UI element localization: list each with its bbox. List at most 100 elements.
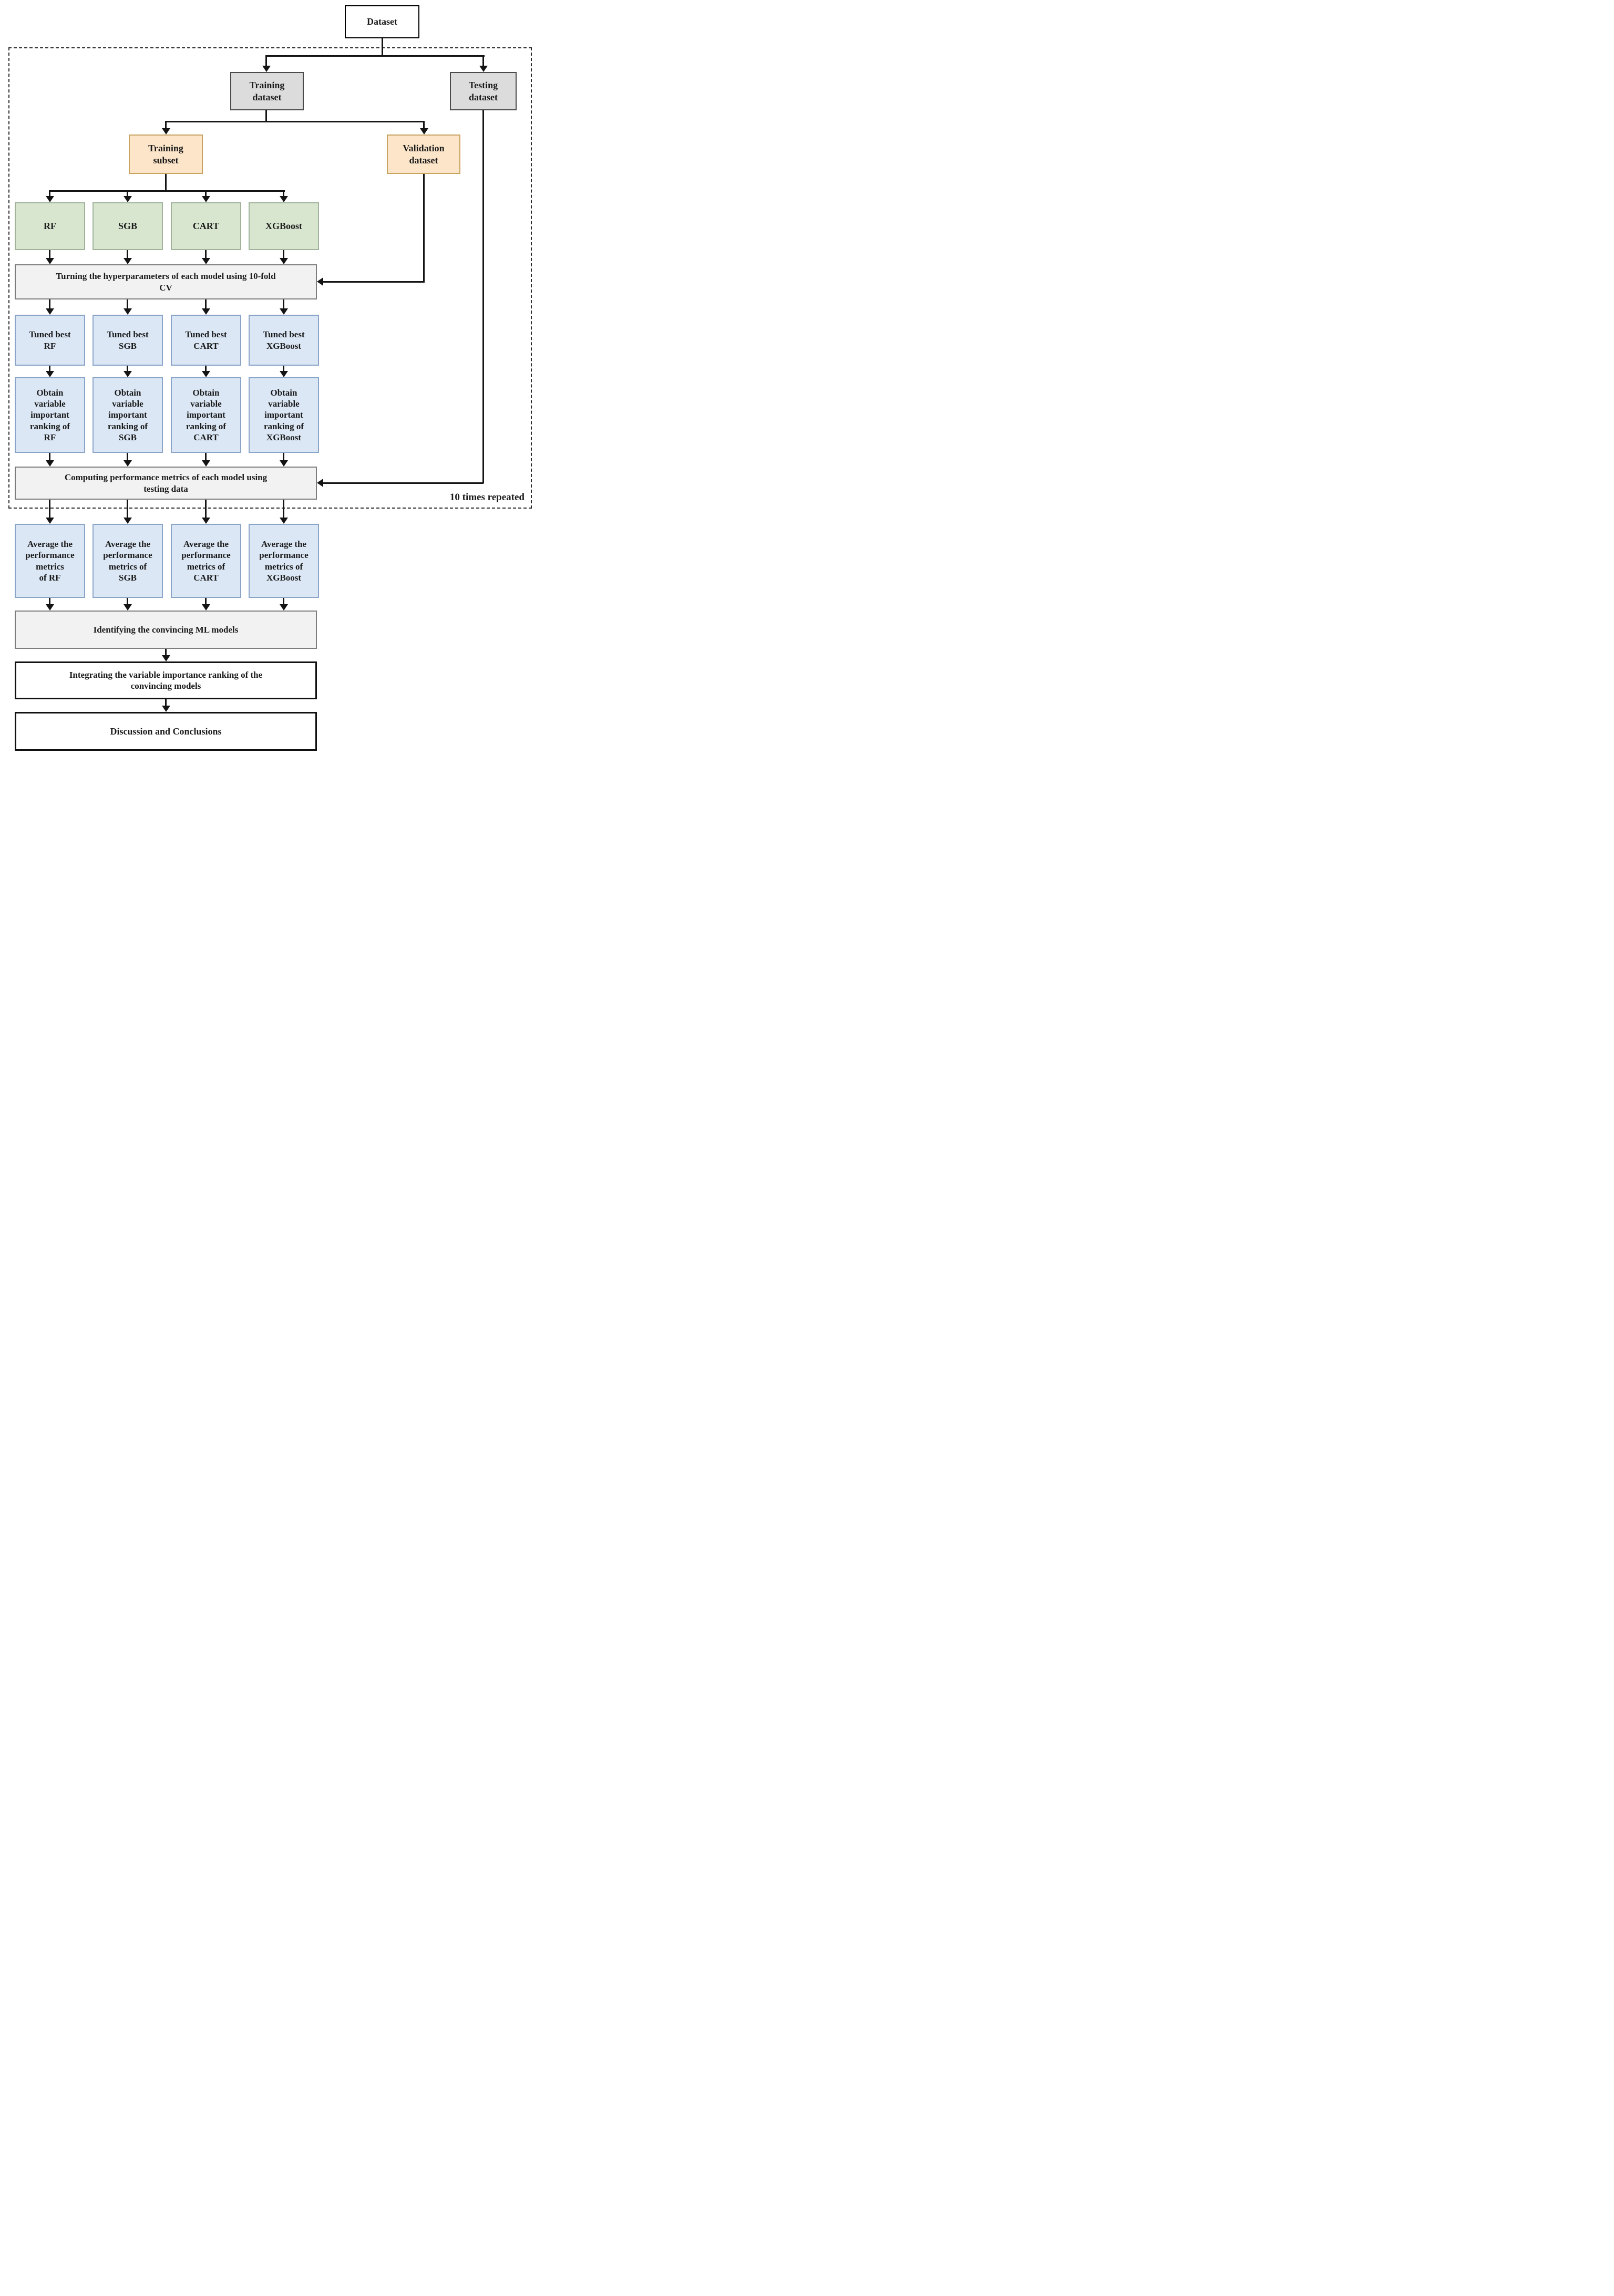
connector-line xyxy=(205,366,207,371)
model-node-xgboost: XGBoost xyxy=(249,202,319,250)
connector-line xyxy=(205,299,207,308)
arrow-down-icon xyxy=(280,371,288,377)
connector-line xyxy=(49,190,50,196)
connector-line xyxy=(265,55,267,66)
connector-line xyxy=(49,366,50,371)
ranking-rf-node: Obtain variable important ranking of RF xyxy=(15,377,85,453)
arrow-down-icon xyxy=(280,518,288,524)
connector-line xyxy=(165,174,167,190)
arrow-down-icon xyxy=(420,128,428,135)
arrow-down-icon xyxy=(202,196,210,202)
flowchart-canvas: Dataset Training dataset Testing dataset… xyxy=(0,0,538,766)
connector-line xyxy=(265,55,485,57)
tuned-best-xgboost-node: Tuned best XGBoost xyxy=(249,315,319,366)
average-xgboost-node: Average the performance metrics of XGBoo… xyxy=(249,524,319,598)
identifying-models-node: Identifying the convincing ML models xyxy=(15,611,317,649)
training-dataset-node: Training dataset xyxy=(230,72,304,110)
connector-line xyxy=(165,699,167,706)
arrow-down-icon xyxy=(46,371,54,377)
connector-line xyxy=(382,38,383,55)
connector-line xyxy=(423,174,425,283)
connector-line xyxy=(423,121,425,128)
arrow-down-icon xyxy=(124,371,132,377)
connector-line xyxy=(127,500,128,518)
arrow-down-icon xyxy=(479,66,488,72)
ranking-xgboost-node: Obtain variable important ranking of XGB… xyxy=(249,377,319,453)
arrow-down-icon xyxy=(202,308,210,315)
arrow-left-icon xyxy=(317,479,323,487)
tuned-best-cart-node: Tuned best CART xyxy=(171,315,241,366)
arrow-down-icon xyxy=(124,258,132,264)
connector-line xyxy=(205,453,207,460)
ranking-sgb-node: Obtain variable important ranking of SGB xyxy=(92,377,163,453)
training-subset-node: Training subset xyxy=(129,135,203,174)
connector-line xyxy=(283,500,284,518)
connector-line xyxy=(165,121,425,122)
connector-line xyxy=(127,453,128,460)
connector-line xyxy=(205,598,207,604)
arrow-down-icon xyxy=(280,604,288,611)
tuned-best-sgb-node: Tuned best SGB xyxy=(92,315,163,366)
validation-dataset-node: Validation dataset xyxy=(387,135,460,174)
arrow-down-icon xyxy=(46,518,54,524)
connector-line xyxy=(323,482,484,484)
arrow-down-icon xyxy=(162,128,170,135)
connector-line xyxy=(205,190,207,196)
connector-line xyxy=(49,299,50,308)
connector-line xyxy=(283,190,284,196)
model-node-sgb: SGB xyxy=(92,202,163,250)
arrow-left-icon xyxy=(317,277,323,286)
connector-line xyxy=(283,453,284,460)
arrow-down-icon xyxy=(202,371,210,377)
connector-line xyxy=(127,250,128,258)
connector-line xyxy=(49,453,50,460)
discussion-conclusions-node: Discussion and Conclusions xyxy=(15,712,317,751)
connector-line xyxy=(283,250,284,258)
hyperparameter-tuning-node: Turning the hyperparameters of each mode… xyxy=(15,264,317,299)
connector-line xyxy=(165,649,167,655)
repeat-boundary-frame xyxy=(8,47,532,509)
arrow-down-icon xyxy=(124,604,132,611)
connector-line xyxy=(127,190,128,196)
connector-line xyxy=(283,366,284,371)
connector-line xyxy=(49,190,285,192)
arrow-down-icon xyxy=(46,308,54,315)
arrow-down-icon xyxy=(46,258,54,264)
connector-line xyxy=(127,299,128,308)
connector-line xyxy=(49,500,50,518)
arrow-down-icon xyxy=(280,308,288,315)
connector-line xyxy=(482,110,484,483)
average-cart-node: Average the performance metrics of CART xyxy=(171,524,241,598)
arrow-down-icon xyxy=(124,518,132,524)
arrow-down-icon xyxy=(280,196,288,202)
model-node-rf: RF xyxy=(15,202,85,250)
connector-line xyxy=(323,281,425,283)
average-rf-node: Average the performance metrics of RF xyxy=(15,524,85,598)
computing-metrics-node: Computing performance metrics of each mo… xyxy=(15,467,317,500)
connector-line xyxy=(482,55,484,66)
arrow-down-icon xyxy=(162,655,170,661)
connector-line xyxy=(265,110,267,121)
arrow-down-icon xyxy=(202,460,210,467)
connector-line xyxy=(165,121,167,128)
repeat-count-label: 10 times repeated xyxy=(449,492,525,503)
integrating-ranking-node: Integrating the variable importance rank… xyxy=(15,661,317,699)
connector-line xyxy=(49,250,50,258)
average-sgb-node: Average the performance metrics of SGB xyxy=(92,524,163,598)
arrow-down-icon xyxy=(280,258,288,264)
connector-line xyxy=(127,598,128,604)
connector-line xyxy=(127,366,128,371)
connector-line xyxy=(205,500,207,518)
arrow-down-icon xyxy=(46,604,54,611)
model-node-cart: CART xyxy=(171,202,241,250)
arrow-down-icon xyxy=(124,308,132,315)
arrow-down-icon xyxy=(262,66,271,72)
connector-line xyxy=(49,598,50,604)
connector-line xyxy=(205,250,207,258)
connector-line xyxy=(283,598,284,604)
arrow-down-icon xyxy=(124,460,132,467)
arrow-down-icon xyxy=(202,604,210,611)
tuned-best-rf-node: Tuned best RF xyxy=(15,315,85,366)
testing-dataset-node: Testing dataset xyxy=(450,72,517,110)
ranking-cart-node: Obtain variable important ranking of CAR… xyxy=(171,377,241,453)
